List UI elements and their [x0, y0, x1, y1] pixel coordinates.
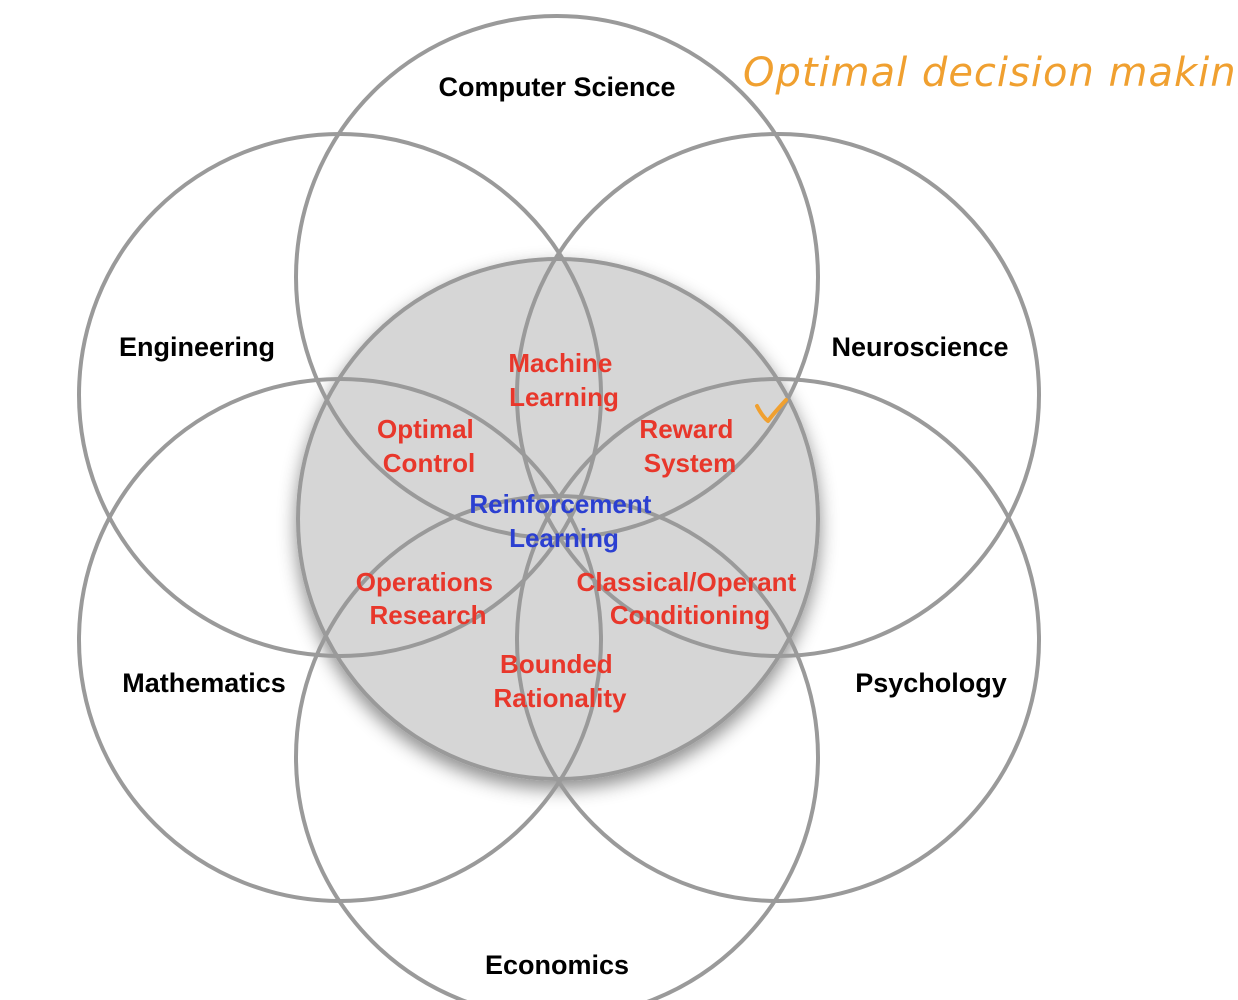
annotation-optimal-decision-making: Optimal decision making — [743, 50, 1238, 96]
field-label-psychology: Psychology — [855, 668, 1007, 698]
overlap-label-bounded-rationality: Bounded Rationality — [494, 649, 627, 713]
circle-engineering — [77, 132, 603, 658]
field-circles — [77, 14, 1041, 1000]
overlap-label-classical-operant-conditioning: Classical/Operant Conditioning — [577, 567, 804, 630]
center-label-reinforcement-learning: Reinforcement Learning — [469, 489, 658, 553]
circle-psychology — [515, 377, 1041, 903]
overlap-labels: Machine Learning Optimal Control Reward … — [356, 348, 804, 713]
field-label-economics: Economics — [485, 950, 629, 980]
overlap-label-machine-learning: Machine Learning — [508, 348, 619, 412]
check-mark-icon — [755, 398, 788, 423]
circle-economics — [294, 494, 820, 1000]
field-label-computer-science: Computer Science — [438, 72, 675, 102]
field-label-engineering: Engineering — [119, 332, 275, 362]
field-label-neuroscience: Neuroscience — [831, 332, 1008, 362]
overlap-label-reward-system: Reward System — [639, 414, 740, 478]
overlap-label-optimal-control: Optimal Control — [377, 414, 481, 478]
field-label-mathematics: Mathematics — [122, 668, 286, 698]
overlap-label-operations-research: Operations Research — [356, 567, 500, 630]
field-labels: Computer Science Engineering Neuroscienc… — [119, 72, 1009, 980]
circle-neuroscience — [515, 132, 1041, 658]
